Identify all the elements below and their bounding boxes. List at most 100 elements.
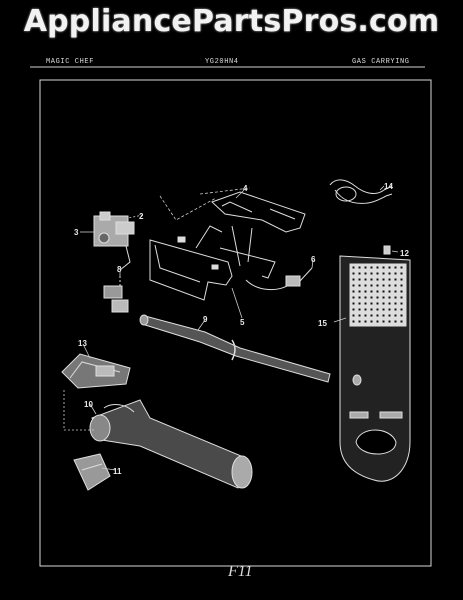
perforation-hole (399, 283, 404, 288)
label-part-13: 13 (78, 339, 87, 348)
leader-lines (63, 185, 399, 471)
perforation-hole (363, 283, 368, 288)
perforation-hole (357, 289, 362, 294)
perforation-hole (393, 313, 398, 318)
perforation-hole (375, 313, 380, 318)
perforation-hole (393, 307, 398, 312)
perforation-hole (393, 271, 398, 276)
perforation-hole (351, 265, 356, 270)
label-part-2: 2 (139, 212, 144, 221)
perforation-hole (357, 265, 362, 270)
part-15-heat-shield (339, 255, 411, 482)
perforation-hole (375, 271, 380, 276)
perforation-hole (357, 319, 362, 324)
perforation-hole (375, 319, 380, 324)
perforation-hole (381, 283, 386, 288)
part-13-bracket (61, 353, 131, 389)
part-11-plate (73, 453, 111, 491)
part-10-combustion-tube (89, 399, 253, 489)
perforation-hole (381, 277, 386, 282)
perforation-hole (381, 307, 386, 312)
perforated-area (349, 263, 407, 327)
perforation-hole (393, 277, 398, 282)
label-part-4: 4 (243, 184, 248, 193)
perforation-hole (393, 265, 398, 270)
perforation-hole (369, 265, 374, 270)
part-mounting-bracket (149, 236, 276, 301)
perforation-hole (369, 283, 374, 288)
perforation-hole (375, 265, 380, 270)
watermark-logo: AppliancePartsPros.com (23, 4, 440, 39)
label-part-14: 14 (384, 182, 393, 191)
perforation-hole (399, 313, 404, 318)
perforation-hole (393, 289, 398, 294)
perforation-hole (387, 277, 392, 282)
label-part-11: 11 (113, 467, 122, 476)
perforation-hole (363, 319, 368, 324)
part-8-orifice (103, 276, 129, 313)
perforation-hole (351, 313, 356, 318)
perforation-hole (399, 307, 404, 312)
label-part-6: 6 (311, 255, 316, 264)
perforation-hole (393, 295, 398, 300)
perforation-hole (387, 307, 392, 312)
perforation-hole (357, 301, 362, 306)
part-6-sensor (245, 267, 313, 290)
perforation-hole (351, 307, 356, 312)
perforation-hole (369, 319, 374, 324)
perforation-hole (393, 319, 398, 324)
perforation-hole (399, 271, 404, 276)
perforation-hole (357, 271, 362, 276)
perforation-hole (381, 265, 386, 270)
perforation-hole (375, 277, 380, 282)
perforation-hole (363, 301, 368, 306)
perforation-hole (387, 283, 392, 288)
label-part-3: 3 (74, 228, 79, 237)
perforation-hole (363, 295, 368, 300)
perforation-hole (399, 265, 404, 270)
perforation-hole (351, 301, 356, 306)
label-part-9: 9 (203, 315, 208, 324)
diagram-frame (39, 79, 432, 567)
page-footer-code: F11 (228, 563, 253, 580)
header-model: YG20HN4 (205, 58, 239, 66)
perforation-hole (369, 307, 374, 312)
perforation-hole (375, 289, 380, 294)
perforation-hole (375, 283, 380, 288)
perforation-hole (357, 295, 362, 300)
perforation-hole (387, 271, 392, 276)
label-part-5: 5 (240, 318, 245, 327)
perforation-hole (381, 289, 386, 294)
part-3-gas-valve (93, 211, 135, 271)
perforation-hole (363, 313, 368, 318)
perforation-hole (351, 271, 356, 276)
perforation-hole (381, 313, 386, 318)
label-part-8: 8 (117, 265, 122, 274)
perforation-hole (357, 313, 362, 318)
part-12-screw (383, 245, 391, 255)
perforation-hole (399, 295, 404, 300)
perforation-hole (369, 313, 374, 318)
perforation-hole (387, 295, 392, 300)
perforation-hole (381, 271, 386, 276)
perforation-hole (363, 277, 368, 282)
label-part-15: 15 (318, 319, 327, 328)
perforation-hole (363, 265, 368, 270)
perforation-hole (399, 319, 404, 324)
perforation-hole (357, 283, 362, 288)
perforation-hole (393, 283, 398, 288)
perforation-hole (369, 271, 374, 276)
perforation-hole (387, 289, 392, 294)
header-brand: MAGIC CHEF (46, 58, 95, 66)
perforation-hole (363, 289, 368, 294)
label-part-10: 10 (84, 400, 93, 409)
perforation-hole (387, 301, 392, 306)
perforation-hole (381, 319, 386, 324)
perforation-hole (369, 301, 374, 306)
perforation-hole (387, 319, 392, 324)
perforation-hole (351, 277, 356, 282)
perforation-hole (351, 283, 356, 288)
header-section: GAS CARRYING (352, 58, 410, 66)
perforation-hole (399, 301, 404, 306)
